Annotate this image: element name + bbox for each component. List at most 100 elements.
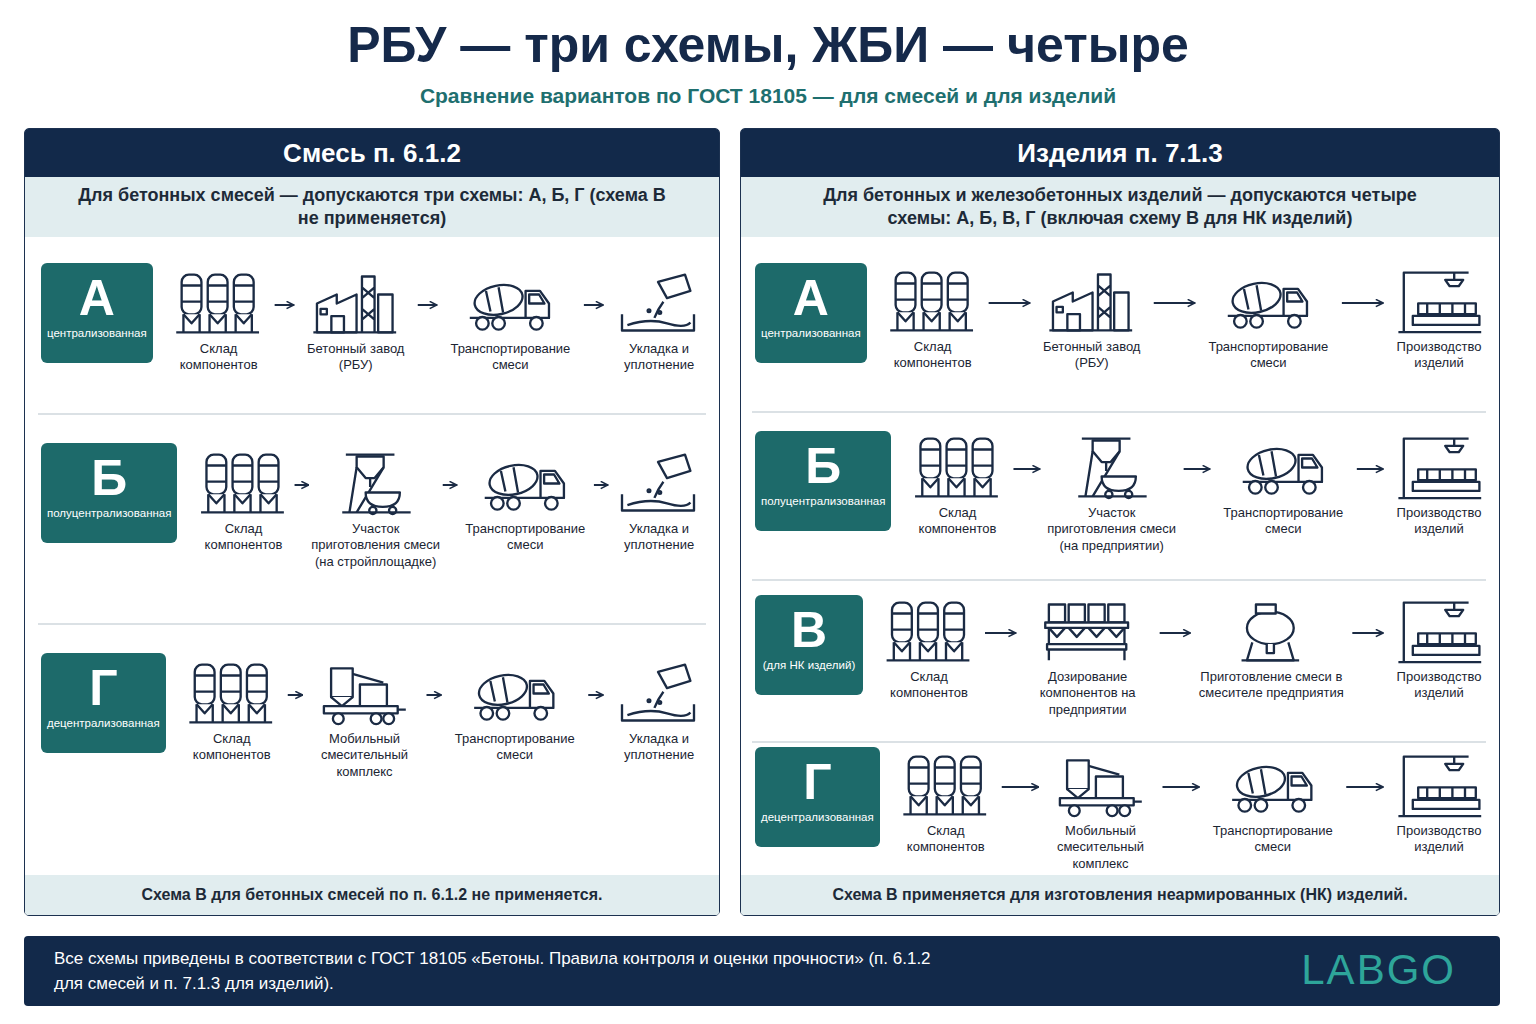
batch-icon [1078,439,1146,498]
pour-icon [622,455,694,511]
process-step: Склад компонентов [883,269,983,372]
flow-arrow [1002,786,1039,788]
step-label: Склад компонентов [883,339,983,372]
process-step: Транспортирование смеси [443,271,578,374]
step-label: Укладка и уплотнение [609,341,709,374]
panel-intro: Для бетонных смесей — допускаются три сх… [25,177,719,237]
panel-note: Схема В для бетонных смесей по п. 6.1.2 … [25,875,719,915]
scheme-badge: Ацентрализованная [755,263,867,363]
process-step: Участок приготовления смеси (на предприя… [1046,435,1178,554]
step-label: Приготовление смеси в смесителе предприя… [1196,669,1346,702]
flow-arrow [1163,786,1200,788]
process-step: Транспортирование смеси [447,661,582,764]
process-step: Производство изделий [1389,599,1489,702]
truck-icon [470,281,549,330]
pour-icon [622,275,694,331]
step-label: Производство изделий [1389,823,1489,856]
scheme-badge: В(для НК изделий) [755,595,863,695]
page-title: РБУ — три схемы, ЖБИ — четыре [0,16,1536,74]
silos-icon [887,603,970,661]
flow-arrow [989,302,1030,304]
section-panel: Смесь п. 6.1.2Для бетонных смесей — допу… [24,128,720,916]
process-step: Склад компонентов [907,435,1007,538]
step-label: Производство изделий [1389,669,1489,702]
step-label: Транспортирование смеси [1201,339,1336,372]
mobile-icon [1060,760,1142,816]
silos-icon [890,273,973,331]
process-step: Укладка и уплотнение [609,271,709,374]
scheme-letter: Г [47,659,160,717]
step-label: Укладка и уплотнение [609,731,709,764]
flow-arrow [288,694,303,696]
step-label: Дозирование компонентов на предприятии [1022,669,1154,718]
row-divider [38,623,706,624]
silos-icon [201,455,284,513]
process-step: Склад компонентов [193,451,293,554]
scheme-letter: А [761,269,861,327]
step-label: Мобильный смесительный комплекс [1045,823,1157,872]
product-icon [1398,603,1481,662]
row-divider [752,411,1486,412]
truck-icon [1232,763,1311,812]
row-dividers [38,412,1486,742]
truck-icon [1228,279,1307,328]
step-label: Склад компонентов [182,731,282,764]
flow-arrow [1357,468,1383,470]
process-step: Транспортирование смеси [1205,753,1340,856]
flow-arrow [418,304,437,306]
row-divider [752,579,1486,580]
scheme-letter: А [47,269,147,327]
flow-arrow [1342,302,1383,304]
scheme-type: полуцентрализованная [47,507,171,521]
silos-icon [915,439,998,497]
plant-icon [1049,275,1132,331]
step-label: Склад компонентов [896,823,996,856]
truck-icon [474,671,553,720]
plant-icon [313,277,396,333]
truck-icon [1243,445,1322,494]
process-step: Укладка и уплотнение [609,661,709,764]
process-step: Участок приготовления смеси (на стройпло… [310,451,442,570]
process-step: Приготовление смеси в смесителе предприя… [1196,599,1346,702]
panel-heading: Смесь п. 6.1.2 [25,129,719,177]
footer-band: Все схемы приведены в соответствии с ГОС… [24,936,1500,1006]
step-label: Транспортирование смеси [1216,505,1351,538]
process-step: Склад компонентов [879,599,979,702]
flow-arrow [985,632,1016,634]
process-step: Транспортирование смеси [458,451,593,554]
step-label: Транспортирование смеси [1205,823,1340,856]
scheme-type: (для НК изделий) [761,659,857,673]
row-divider [752,741,1486,742]
process-step: Транспортирование смеси [1201,269,1336,372]
mixer-icon [1242,605,1300,661]
step-label: Транспортирование смеси [447,731,582,764]
section-panel: Изделия п. 7.1.3Для бетонных и железобет… [740,128,1500,916]
step-label: Участок приготовления смеси (на стройпло… [310,521,442,570]
flow-arrow [1154,302,1195,304]
truck-icon [485,461,564,510]
step-label: Мобильный смесительный комплекс [309,731,421,780]
footer-note: Все схемы приведены в соответствии с ГОС… [54,947,934,996]
process-step: Бетонный завод (РБУ) [300,271,412,374]
scheme-letter: Г [761,753,874,811]
scheme-type: децентрализованная [761,811,874,825]
scheme-letter: Б [761,437,885,495]
connector-layer [275,303,1383,787]
step-label: Бетонный завод (РБУ) [1036,339,1148,372]
scheme-badge: Ацентрализованная [41,263,153,363]
flow-arrow [584,304,603,306]
process-step: Производство изделий [1389,269,1489,372]
scheme-badge: Бполуцентрализованная [755,431,891,531]
process-step: Транспортирование смеси [1216,435,1351,538]
process-step: Бетонный завод (РБУ) [1036,269,1148,372]
subtitle: Сравнение вариантов по ГОСТ 18105 — для … [0,84,1536,108]
process-step: Склад компонентов [169,271,269,374]
step-label: Участок приготовления смеси (на предприя… [1046,505,1178,554]
product-icon [1398,273,1481,332]
scheme-badge: Гдецентрализованная [41,653,166,753]
process-step: Дозирование компонентов на предприятии [1022,599,1154,718]
flow-arrow [594,484,608,486]
scheme-badge: Бполуцентрализованная [41,443,177,543]
process-step: Мобильный смесительный комплекс [309,661,421,780]
silos-icon [189,665,272,723]
